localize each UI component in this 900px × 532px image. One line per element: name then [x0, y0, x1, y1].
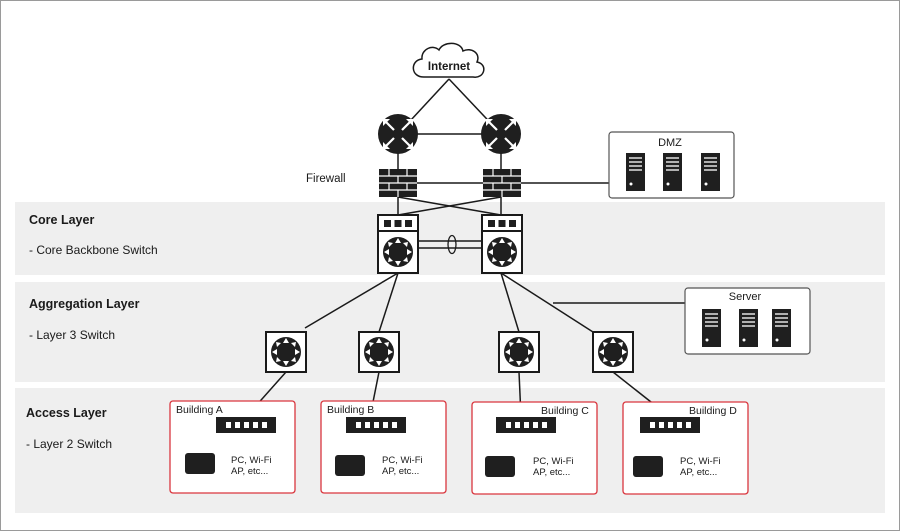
building-a: Building A PC, Wi-Fi AP, etc...: [169, 400, 296, 494]
building-label: Building D: [689, 405, 737, 417]
core-layer-band: [15, 202, 885, 275]
l3-switch-icon: [592, 331, 634, 373]
aggregation-layer-title: Aggregation Layer: [29, 297, 140, 311]
building-d: Building D PC, Wi-Fi AP, etc...: [622, 401, 749, 495]
access-layer-title: Access Layer: [26, 406, 107, 420]
server-icon: [771, 308, 792, 348]
device-text-line1: PC, Wi-Fi: [382, 455, 423, 466]
l2-switch-icon: [640, 417, 700, 433]
core-layer-desc: - Core Backbone Switch: [29, 243, 158, 257]
building-label: Building C: [541, 405, 589, 417]
building-label: Building B: [327, 404, 374, 416]
end-device-icon: [633, 456, 663, 477]
device-text-line2: AP, etc...: [382, 466, 419, 477]
dmz-label: DMZ: [658, 137, 682, 149]
core-layer-title: Core Layer: [29, 213, 94, 227]
aggregation-layer-desc: - Layer 3 Switch: [29, 328, 115, 342]
end-device-icon: [335, 455, 365, 476]
dmz-server-icon: [700, 152, 721, 192]
end-device-icon: [485, 456, 515, 477]
server-icon: [738, 308, 759, 348]
firewall-label: Firewall: [306, 173, 346, 185]
device-text-line2: AP, etc...: [533, 467, 570, 478]
dmz-server-icon: [625, 152, 646, 192]
l2-switch-icon: [346, 417, 406, 433]
router-right-icon: [479, 112, 523, 156]
l3-switch-icon: [498, 331, 540, 373]
l2-switch-icon: [496, 417, 556, 433]
firewall-left-icon: [378, 168, 418, 198]
building-b: Building B PC, Wi-Fi AP, etc...: [320, 400, 447, 494]
device-text-line1: PC, Wi-Fi: [533, 456, 574, 467]
server-icon: [701, 308, 722, 348]
l2-switch-icon: [216, 417, 276, 433]
device-text-line2: AP, etc...: [231, 466, 268, 477]
access-layer-band: [15, 388, 885, 513]
building-label: Building A: [176, 404, 223, 416]
firewall-right-icon: [482, 168, 522, 198]
core-switch-right-icon: [481, 214, 523, 274]
end-device-icon: [185, 453, 215, 474]
access-layer-desc: - Layer 2 Switch: [26, 437, 112, 451]
device-text-line1: PC, Wi-Fi: [680, 456, 721, 467]
device-text-line2: AP, etc...: [680, 467, 717, 478]
dmz-server-icon: [662, 152, 683, 192]
l3-switch-icon: [265, 331, 307, 373]
core-switch-left-icon: [377, 214, 419, 274]
internet-cloud-icon: [412, 42, 485, 78]
router-left-icon: [376, 112, 420, 156]
device-text-line1: PC, Wi-Fi: [231, 455, 272, 466]
internet-label: Internet: [428, 61, 470, 73]
link-aggregation-ring: [447, 234, 457, 255]
building-c: Building C PC, Wi-Fi AP, etc...: [471, 401, 598, 495]
server-label: Server: [729, 291, 762, 303]
l3-switch-icon: [358, 331, 400, 373]
